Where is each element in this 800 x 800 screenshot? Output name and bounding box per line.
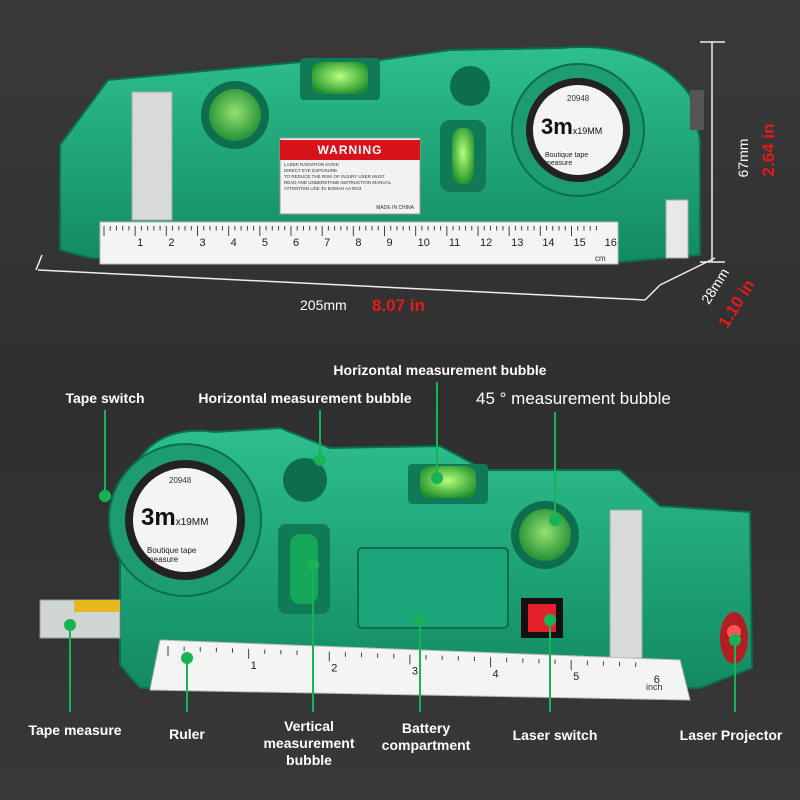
ruler-label: 6: [654, 674, 660, 686]
model-number: 20948: [567, 94, 590, 103]
model-number-bottom: 20948: [169, 476, 192, 485]
warning-line: TO REDUCE THE RISK OF INJURY USER MUST: [284, 174, 385, 179]
made-in: MADE IN CHINA: [376, 205, 414, 211]
length-in: 8.07 in: [372, 296, 425, 315]
ruler-label: 1: [251, 660, 257, 672]
ruler-label: 8: [355, 237, 361, 249]
callout-laser-switch: Laser switch: [512, 727, 598, 743]
callout-lines: [64, 382, 741, 712]
callout-horizontal-bubble-top: Horizontal measurement bubble: [333, 362, 547, 378]
ruler-label: 14: [542, 237, 554, 249]
ruler-label: 5: [573, 671, 579, 683]
callout-laser-projector: Laser Projector: [679, 727, 783, 743]
callout-tape-switch: Tape switch: [65, 390, 145, 406]
callout-battery: Battery compartment: [381, 720, 471, 753]
ruler-label: 10: [418, 237, 430, 249]
warning-line: DIRECT EYE EXPOSURE: [284, 168, 338, 173]
ruler-label: 15: [573, 237, 585, 249]
ruler-label: 2: [331, 663, 337, 675]
tape-width: x19MM: [572, 126, 603, 136]
warning-line: LASER RADIATION AVOID: [284, 162, 339, 167]
ruler-unit-cm: cm: [595, 254, 606, 263]
callout-45-bubble: 45 ° measurement bubble: [476, 389, 671, 408]
ruler-label: 1: [137, 237, 143, 249]
warning-line: ATTENTION USE 3V BOMAH AA RO3: [284, 186, 362, 191]
warning-title: WARNING: [317, 143, 383, 157]
ruler-unit-inch: inch: [646, 682, 663, 692]
ruler-label: 4: [231, 237, 237, 249]
ruler-label: 5: [262, 237, 268, 249]
ruler-label: 11: [449, 237, 460, 249]
ruler-label: 3: [199, 237, 205, 249]
callout-ruler: Ruler: [169, 726, 205, 742]
callout-tape-measure: Tape measure: [28, 722, 122, 738]
length-mm: 205mm: [300, 297, 347, 313]
ruler-label: 9: [386, 237, 392, 249]
ruler-label: 3: [412, 665, 418, 677]
ruler-label: 12: [480, 237, 492, 249]
ruler-label: 2: [168, 237, 174, 249]
ruler-label: 6: [293, 237, 299, 249]
tape-width-bottom: x19MM: [175, 517, 209, 528]
ruler-label: 7: [324, 237, 330, 249]
bottom-device: 1 2 3 4 5 6: [39, 426, 754, 701]
ruler-label: 4: [493, 668, 499, 680]
ruler-label: 13: [511, 237, 523, 249]
height-mm: 67mm: [735, 138, 751, 178]
tape-length: 3m: [541, 114, 573, 139]
tape-length-bottom: 3m: [141, 504, 176, 531]
callout-vertical-bubble: Vertical measurement bubble: [263, 718, 355, 768]
callout-horizontal-bubble-left: Horizontal measurement bubble: [198, 390, 412, 406]
ruler-label: 16: [605, 237, 617, 249]
height-in: 2.64 in: [759, 123, 778, 177]
warning-line: READ AND UNDERSTAND INSTRUCTION MANUAL: [284, 180, 392, 185]
